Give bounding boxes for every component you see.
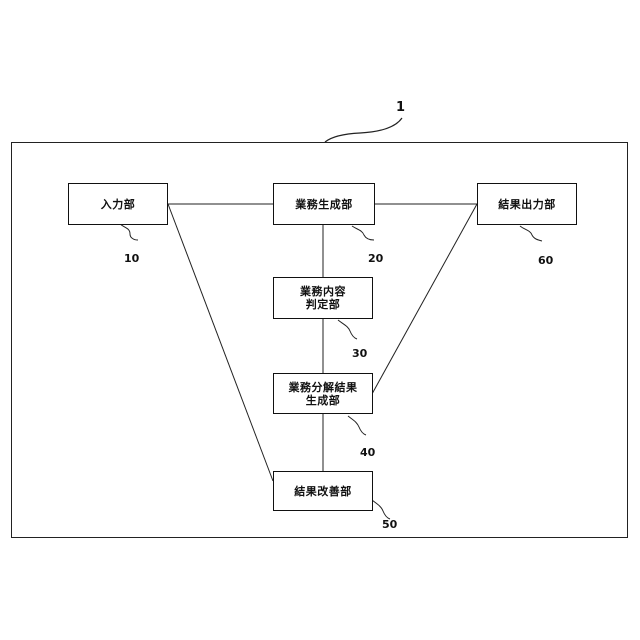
block-judge: 業務内容 判定部 [273,277,373,319]
block-decompose: 業務分解結果 生成部 [273,373,373,414]
ref-leader-10 [120,224,138,240]
block-input-label: 入力部 [101,198,136,211]
connector-input-improve [168,204,273,481]
block-generate-label: 業務生成部 [295,198,353,211]
block-improve: 結果改善部 [273,471,373,511]
ref-leader-20 [352,226,374,240]
block-judge-label-line1: 業務内容 [300,285,346,298]
block-output: 結果出力部 [477,183,577,225]
ref-leader-50 [372,500,390,519]
block-decompose-ref: 40 [360,446,375,459]
system-ref-number: 1 [396,100,405,115]
ref-leader-60 [520,226,542,241]
block-output-label: 結果出力部 [498,198,556,211]
block-input-ref: 10 [124,252,139,265]
block-output-ref: 60 [538,254,553,267]
block-generate-ref: 20 [368,252,383,265]
connector-output-decompose [372,204,477,394]
system-ref-leader [325,118,402,142]
block-improve-ref: 50 [382,518,397,531]
block-decompose-label-line1: 業務分解結果 [289,381,358,394]
block-judge-label-line2: 判定部 [306,298,341,311]
ref-leader-40 [348,416,366,435]
block-improve-label: 結果改善部 [294,485,352,498]
ref-leader-30 [338,320,357,339]
block-input: 入力部 [68,183,168,225]
block-judge-ref: 30 [352,347,367,360]
block-generate: 業務生成部 [273,183,375,225]
block-decompose-label-line2: 生成部 [306,394,341,407]
